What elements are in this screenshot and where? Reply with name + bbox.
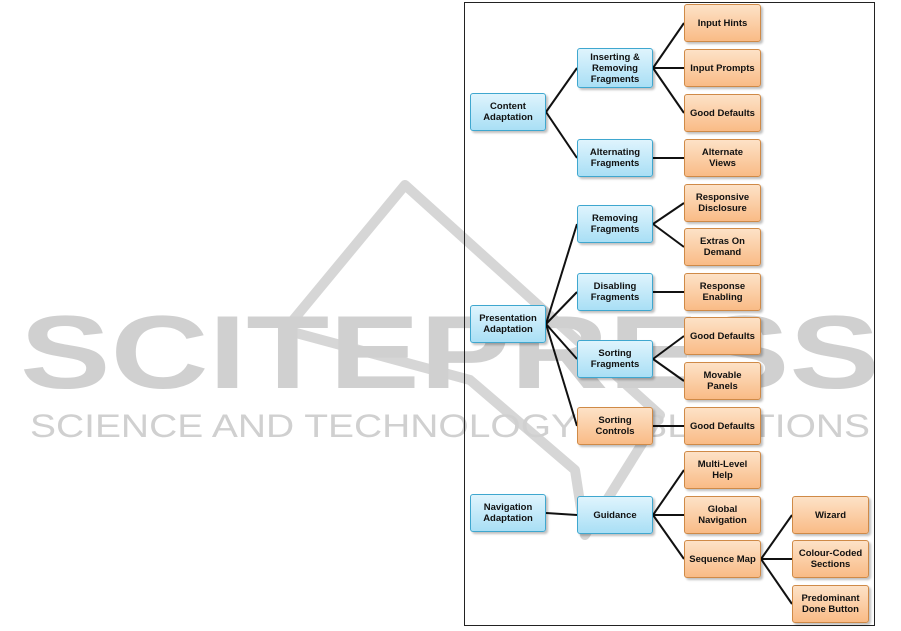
- node-disabling-fragments: Disabling Fragments: [577, 273, 653, 311]
- node-alternate-views: Alternate Views: [684, 139, 761, 177]
- watermark-swoosh: [280, 180, 665, 540]
- edge-content_adaptation-to-inserting_removing_fragments: [545, 67, 578, 113]
- node-alternating-fragments: Alternating Fragments: [577, 139, 653, 177]
- edge-sequence_map-to-wizard: [760, 514, 793, 560]
- node-predominant-done-button: Predominant Done Button: [792, 585, 869, 623]
- node-navigation-adaptation: Navigation Adaptation: [470, 494, 546, 532]
- edge-guidance-to-sequence_map: [652, 514, 685, 560]
- node-colour-coded-sections: Colour-Coded Sections: [792, 540, 869, 578]
- node-sequence-map: Sequence Map: [684, 540, 761, 578]
- edge-presentation_adaptation-to-removing_fragments: [545, 223, 578, 325]
- edge-presentation_adaptation-to-disabling_fragments: [545, 291, 578, 325]
- node-global-navigation: Global Navigation: [684, 496, 761, 534]
- edge-sorting_fragments-to-movable_panels: [652, 358, 685, 382]
- node-wizard: Wizard: [792, 496, 869, 534]
- node-sorting-controls: Sorting Controls: [577, 407, 653, 445]
- node-removing-fragments: Removing Fragments: [577, 205, 653, 243]
- edge-inserting_removing_fragments-to-good_defaults_1: [652, 67, 685, 114]
- node-input-hints: Input Hints: [684, 4, 761, 42]
- edge-presentation_adaptation-to-sorting_controls: [545, 323, 578, 427]
- node-good-defaults-3: Good Defaults: [684, 407, 761, 445]
- node-sorting-fragments: Sorting Fragments: [577, 340, 653, 378]
- node-inserting-removing-fragments: Inserting & Removing Fragments: [577, 48, 653, 88]
- node-multi-level-help: Multi-Level Help: [684, 451, 761, 489]
- edge-guidance-to-multi_level_help: [652, 469, 685, 516]
- diagram-frame: [464, 2, 875, 626]
- node-content-adaptation: Content Adaptation: [470, 93, 546, 131]
- node-response-enabling: Response Enabling: [684, 273, 761, 311]
- node-responsive-disclosure: Responsive Disclosure: [684, 184, 761, 222]
- edge-presentation_adaptation-to-sorting_fragments: [545, 323, 578, 360]
- edge-inserting_removing_fragments-to-input_hints: [652, 22, 685, 69]
- node-presentation-adaptation: Presentation Adaptation: [470, 305, 546, 343]
- node-good-defaults-1: Good Defaults: [684, 94, 761, 132]
- edge-sequence_map-to-predominant_done_button: [760, 558, 793, 605]
- node-input-prompts: Input Prompts: [684, 49, 761, 87]
- node-movable-panels: Movable Panels: [684, 362, 761, 400]
- node-good-defaults-2: Good Defaults: [684, 317, 761, 355]
- edge-content_adaptation-to-alternating_fragments: [545, 111, 578, 159]
- edge-sorting_fragments-to-good_defaults_2: [652, 335, 685, 360]
- edge-removing_fragments-to-responsive_disclosure: [652, 202, 685, 225]
- node-extras-on-demand: Extras On Demand: [684, 228, 761, 266]
- node-guidance: Guidance: [577, 496, 653, 534]
- edge-removing_fragments-to-extras_on_demand: [652, 223, 685, 248]
- edge-navigation_adaptation-to-guidance: [545, 512, 578, 516]
